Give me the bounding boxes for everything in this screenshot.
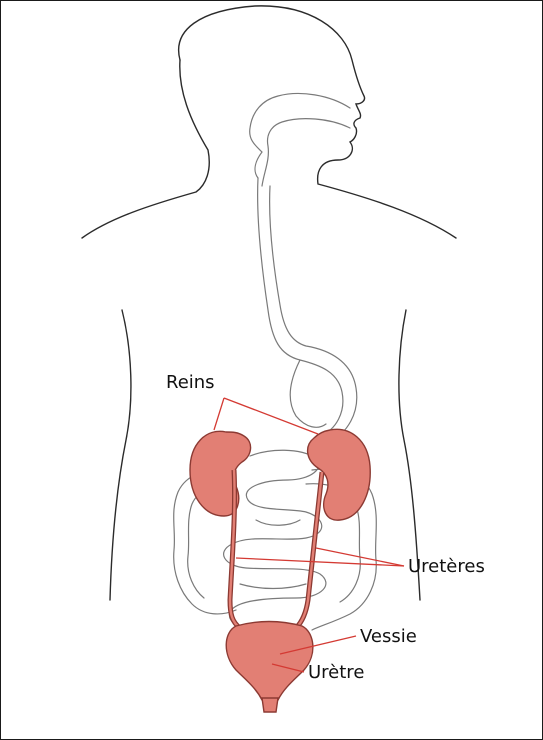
- label-reins: Reins: [166, 372, 215, 393]
- label-ureteres: Uretères: [408, 556, 485, 577]
- left-kidney: [190, 431, 251, 516]
- right-ureter: [296, 472, 322, 628]
- head-neck-outline: [179, 6, 456, 238]
- body-outline: [82, 6, 456, 600]
- stomach: [290, 360, 326, 427]
- leader-reins-split: [224, 398, 318, 434]
- leader-ureteres-1: [236, 558, 404, 566]
- leader-reins-left: [214, 398, 224, 430]
- left-neck-shoulder-outline: [82, 60, 209, 238]
- urethra: [262, 698, 278, 712]
- esophagus-inner: [270, 186, 357, 444]
- nasal-passage: [250, 93, 350, 178]
- digestive-tract: [174, 93, 377, 630]
- mouth-passage: [262, 119, 350, 186]
- label-vessie: Vessie: [360, 626, 417, 647]
- left-torso-outline: [110, 310, 131, 600]
- bladder: [226, 622, 313, 701]
- small-intestine: [224, 450, 326, 628]
- label-uretre: Urètre: [308, 662, 364, 683]
